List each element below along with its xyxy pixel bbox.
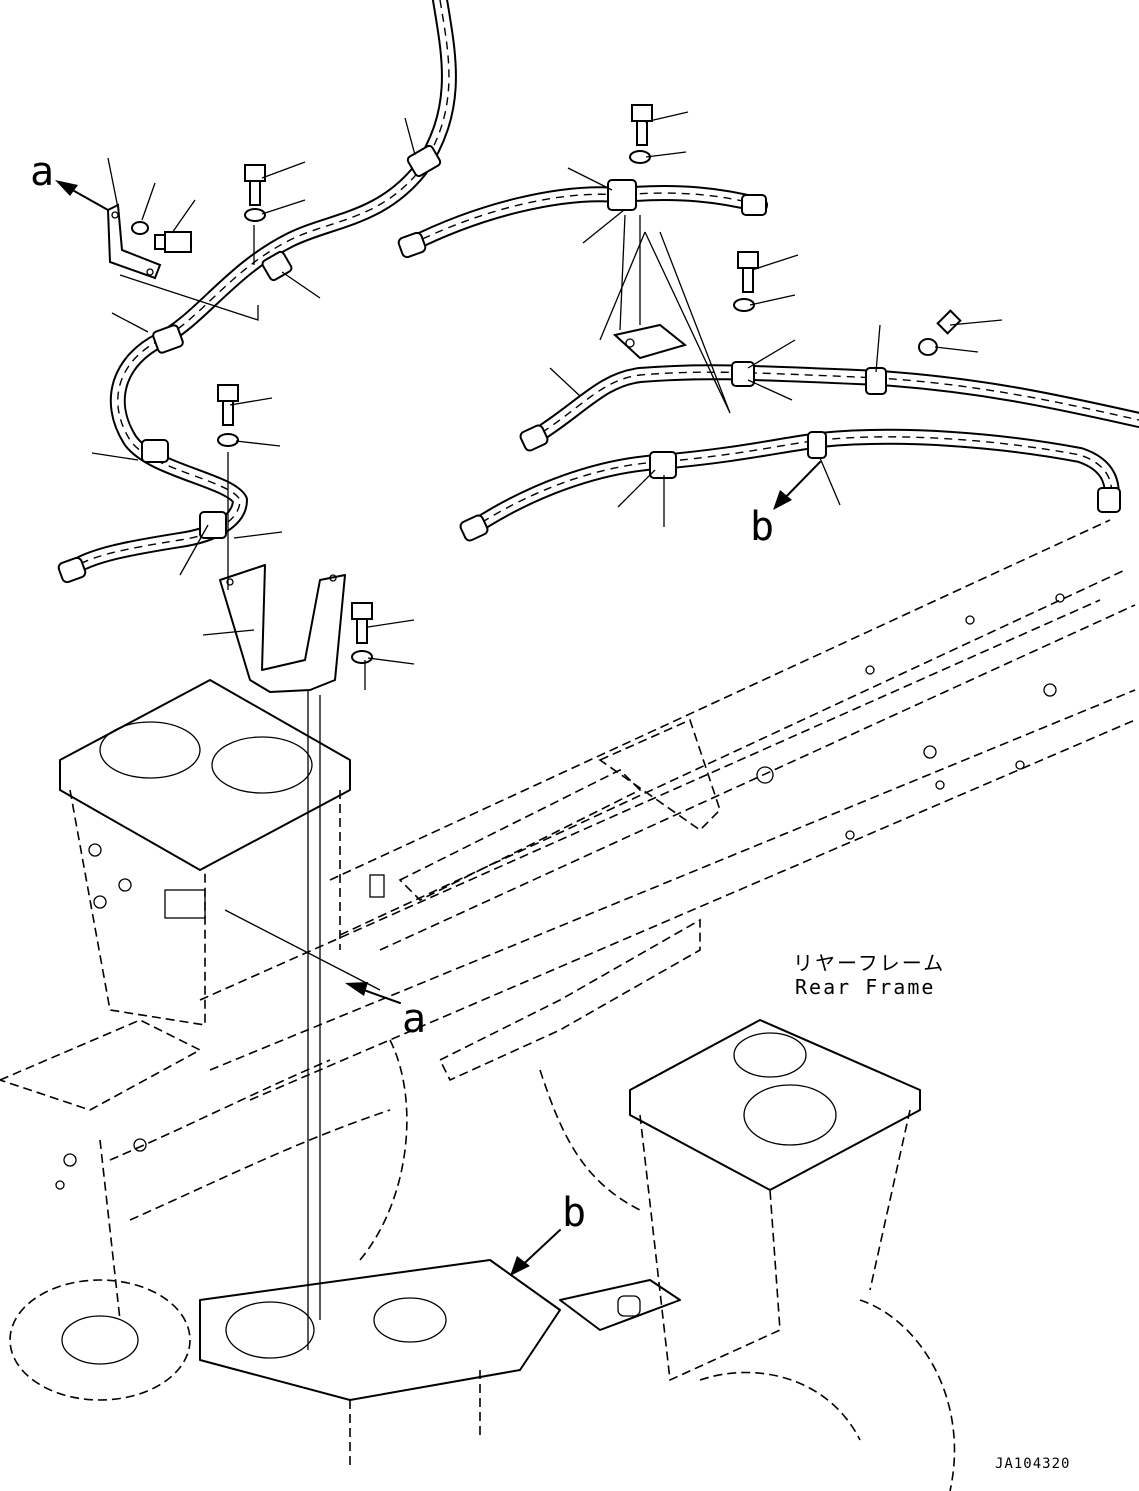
brackets [106, 203, 688, 693]
view-label-a-upper: a [30, 149, 54, 195]
view-label-a-lower: a [402, 996, 426, 1042]
rear-frame [0, 519, 1136, 1491]
frame-label-en: Rear Frame [795, 975, 935, 999]
view-label-b-upper: b [750, 504, 774, 550]
drawing-code: JA104320 [995, 1456, 1070, 1472]
bolt-icon [154, 104, 962, 644]
view-label-b-lower: b [562, 1190, 586, 1236]
washer-icon [131, 150, 938, 664]
hose-assembly [57, 0, 1139, 584]
frame-label-jp: リヤーフレーム [793, 951, 945, 975]
leader-lines [55, 111, 1003, 1350]
clamps [131, 104, 962, 664]
